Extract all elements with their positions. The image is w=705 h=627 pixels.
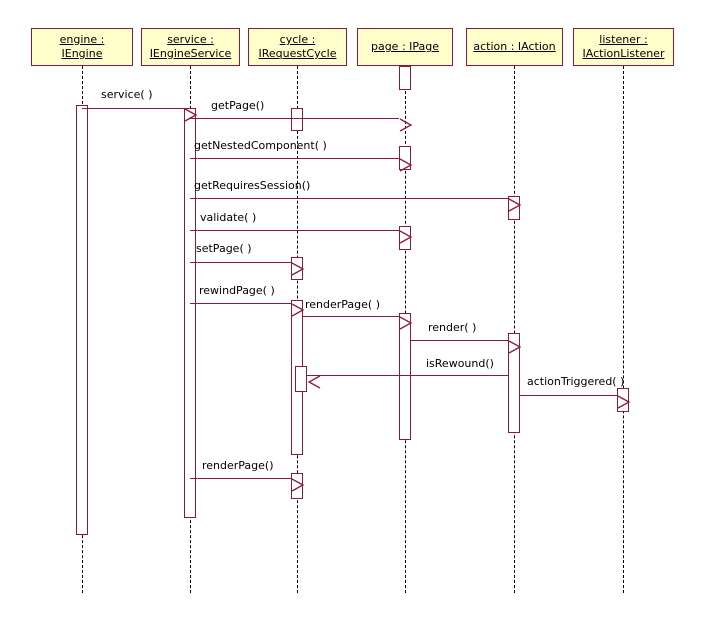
participant-type-listener: IActionListener [582,47,665,60]
message-label-renderpage-1: renderPage( ) [305,298,381,311]
participant-box-service[interactable]: service : IEngineService [141,28,240,66]
message-label-setpage: setPage( ) [196,242,252,255]
participant-name-engine: engine : [59,33,105,46]
participant-name-service: service : [167,33,214,46]
activation-bar-action-2 [508,333,520,433]
participant-name-cycle: cycle : [279,33,316,46]
activation-bar-page-1 [399,66,411,90]
activation-bar-service-1 [184,108,196,518]
activation-bar-page-4 [399,313,411,440]
participant-type-service: IEngineService [149,47,232,60]
participant-type-engine: IEngine [61,47,103,60]
lifeline-stem-listener [623,66,624,593]
message-line-actiontriggered [520,395,617,396]
participant-name-listener: listener : [599,33,648,46]
message-line-getrequiressession [190,198,508,199]
message-line-getnestedcomponent [190,158,399,159]
message-label-rewindpage: rewindPage( ) [199,284,275,297]
message-label-renderpage-2: renderPage() [202,459,274,472]
activation-bar-listener-1 [617,388,629,412]
message-line-validate [190,230,399,231]
message-label-getnestedcomponent: getNestedComponent( ) [194,139,327,152]
lifeline-stem-action [514,66,515,593]
message-label-render: render( ) [428,321,477,334]
participant-box-listener[interactable]: listener : IActionListener [573,28,674,66]
participant-box-engine[interactable]: engine : IEngine [31,28,133,66]
message-line-renderpage-2 [190,478,291,479]
message-line-isrewound [307,375,508,376]
message-line-renderpage-1 [303,316,399,317]
message-label-getrequiressession: getRequiresSession() [194,179,311,192]
message-line-setpage [190,262,291,263]
participant-type-cycle: IRequestCycle [258,47,337,60]
participant-box-action[interactable]: action : IAction [466,28,563,66]
activation-bar-cycle-4 [295,366,307,392]
activation-bar-cycle-1 [291,108,303,131]
participant-name-action: action : IAction [473,40,556,53]
message-line-service [82,108,184,109]
message-line-getpage [190,118,399,119]
participant-box-cycle[interactable]: cycle : IRequestCycle [248,28,347,66]
message-label-isrewound: isRewound() [426,357,494,370]
participant-name-page: page : IPage [370,40,440,53]
message-line-render [411,340,508,341]
message-label-getpage: getPage() [211,99,265,112]
activation-bar-engine-1 [76,105,88,535]
message-line-rewindpage [190,303,291,304]
participant-box-page[interactable]: page : IPage [357,28,453,66]
message-label-validate: validate( ) [200,211,257,224]
message-label-actiontriggered: actionTriggered( ) [527,375,625,388]
message-label-service: service( ) [101,88,153,101]
